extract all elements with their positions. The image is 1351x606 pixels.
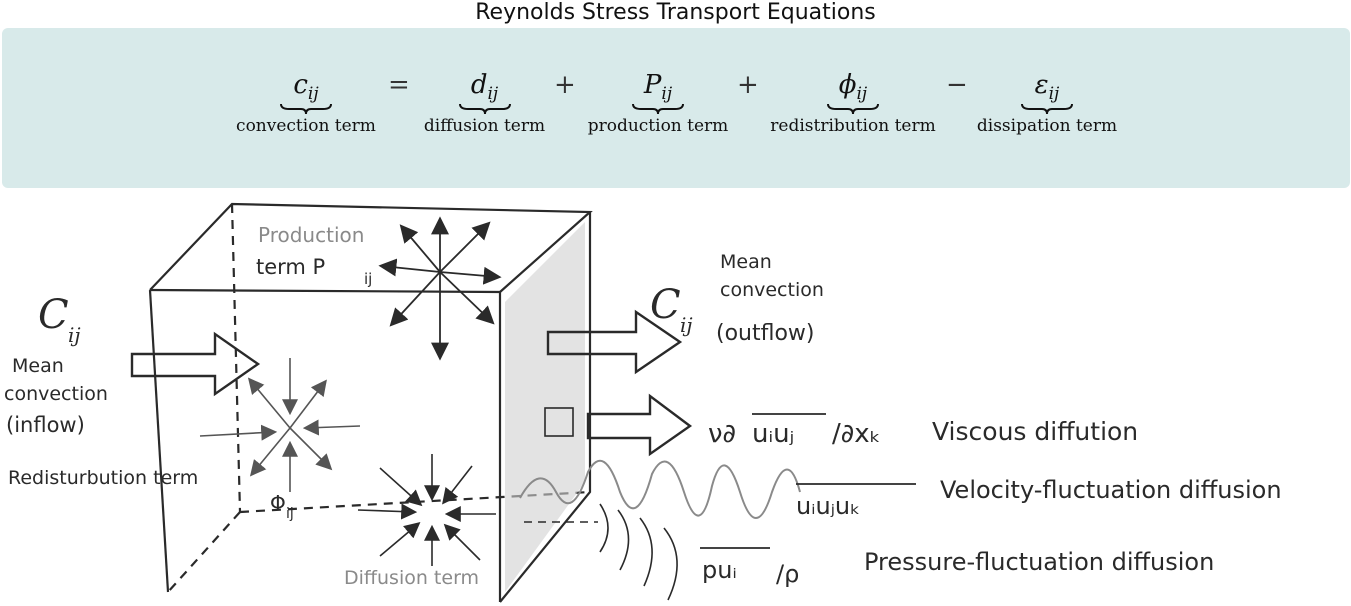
convection-label: convection term <box>236 116 376 136</box>
inflow-label-line2: convection <box>4 383 108 405</box>
diffusion-term: dij diffusion term <box>412 68 557 136</box>
velocity-overline-term: uᵢuⱼuₖ <box>796 492 860 520</box>
inflow-arrow-icon <box>130 331 261 397</box>
viscous-label: Viscous diffution <box>932 417 1138 446</box>
outflow-label-line1: Mean <box>720 251 772 273</box>
underbrace-icon <box>827 103 879 115</box>
redistribution-label: Redisturbution term <box>8 467 198 489</box>
diffusion-symbol: d <box>470 70 488 100</box>
equation-panel: cij convection term = dij diffusion term… <box>2 28 1350 188</box>
velocity-fluctuation-wave-icon <box>519 459 801 519</box>
convection-term: cij convection term <box>231 68 381 136</box>
outflow-label-line2: convection <box>720 279 824 301</box>
redistribution-subscript: ij <box>286 506 294 522</box>
diffusion-label: Diffusion term <box>344 567 479 589</box>
underbrace-icon <box>458 103 511 115</box>
dissipation-symbol: ε <box>1034 70 1049 100</box>
production-arrows-icon <box>378 216 502 361</box>
production-label-line2: term P <box>256 255 325 279</box>
production-subscript: ij <box>661 84 673 105</box>
inflow-label-line3: (inflow) <box>6 413 85 437</box>
production-symbol: P <box>643 70 662 100</box>
viscous-tail: /∂xₖ <box>832 419 881 449</box>
underbrace-icon <box>632 103 684 115</box>
equals-operator: = <box>388 70 410 100</box>
production-label-subscript: ij <box>364 270 372 288</box>
outflow-arrow-icon <box>546 309 683 375</box>
dissipation-term: εij dissipation term <box>968 68 1126 136</box>
convection-subscript: ij <box>307 84 319 105</box>
production-term: Pij production term <box>579 68 737 136</box>
redistribution-label: redistribution term <box>770 116 936 136</box>
diffusion-label: diffusion term <box>423 116 546 136</box>
outflow-subscript: ij <box>680 313 693 337</box>
underbrace-icon <box>280 103 332 115</box>
redistribution-term: ϕij redistribution term <box>759 68 947 136</box>
dissipation-subscript: ij <box>1048 84 1060 105</box>
production-label: production term <box>587 116 729 136</box>
outflow-label-line3: (outflow) <box>716 321 815 346</box>
diffusion-arrows-icon <box>357 454 496 566</box>
production-label-line1: Production <box>258 223 364 247</box>
redistribution-subscript: ij <box>856 84 868 105</box>
plus-operator: + <box>554 70 576 100</box>
pressure-overline-term: puᵢ <box>702 556 737 584</box>
redistribution-arrows-icon <box>199 358 361 492</box>
redistribution-symbol: ϕ <box>838 70 857 100</box>
minus-operator: − <box>946 70 968 100</box>
dissipation-label: dissipation term <box>976 116 1118 136</box>
velocity-label: Velocity-fluctuation diffusion <box>940 476 1282 504</box>
redistribution-symbol: Φ <box>270 491 286 515</box>
page-title: Reynolds Stress Transport Equations <box>475 0 876 25</box>
pressure-label: Pressure-fluctuation diffusion <box>864 548 1214 576</box>
viscous-overline-term: uᵢuⱼ <box>752 419 794 449</box>
inflow-subscript: ij <box>68 323 81 347</box>
control-volume-sketch: C ij Mean convection (inflow) Production… <box>4 202 1282 603</box>
diffusion-subscript: ij <box>487 84 499 105</box>
outflow-symbol: C <box>650 282 681 328</box>
pressure-tail: /ρ <box>776 560 799 588</box>
viscous-arrow-icon <box>544 393 693 457</box>
inflow-symbol: C <box>38 292 69 338</box>
underbrace-icon <box>1021 103 1073 115</box>
cube-shaded-face <box>505 222 585 592</box>
convection-symbol: c <box>293 70 308 100</box>
plus-operator: + <box>737 70 759 100</box>
inflow-label-line1: Mean <box>12 355 64 377</box>
viscous-expression: ν∂ <box>708 419 736 449</box>
pressure-fluctuation-waves-icon <box>524 503 678 601</box>
